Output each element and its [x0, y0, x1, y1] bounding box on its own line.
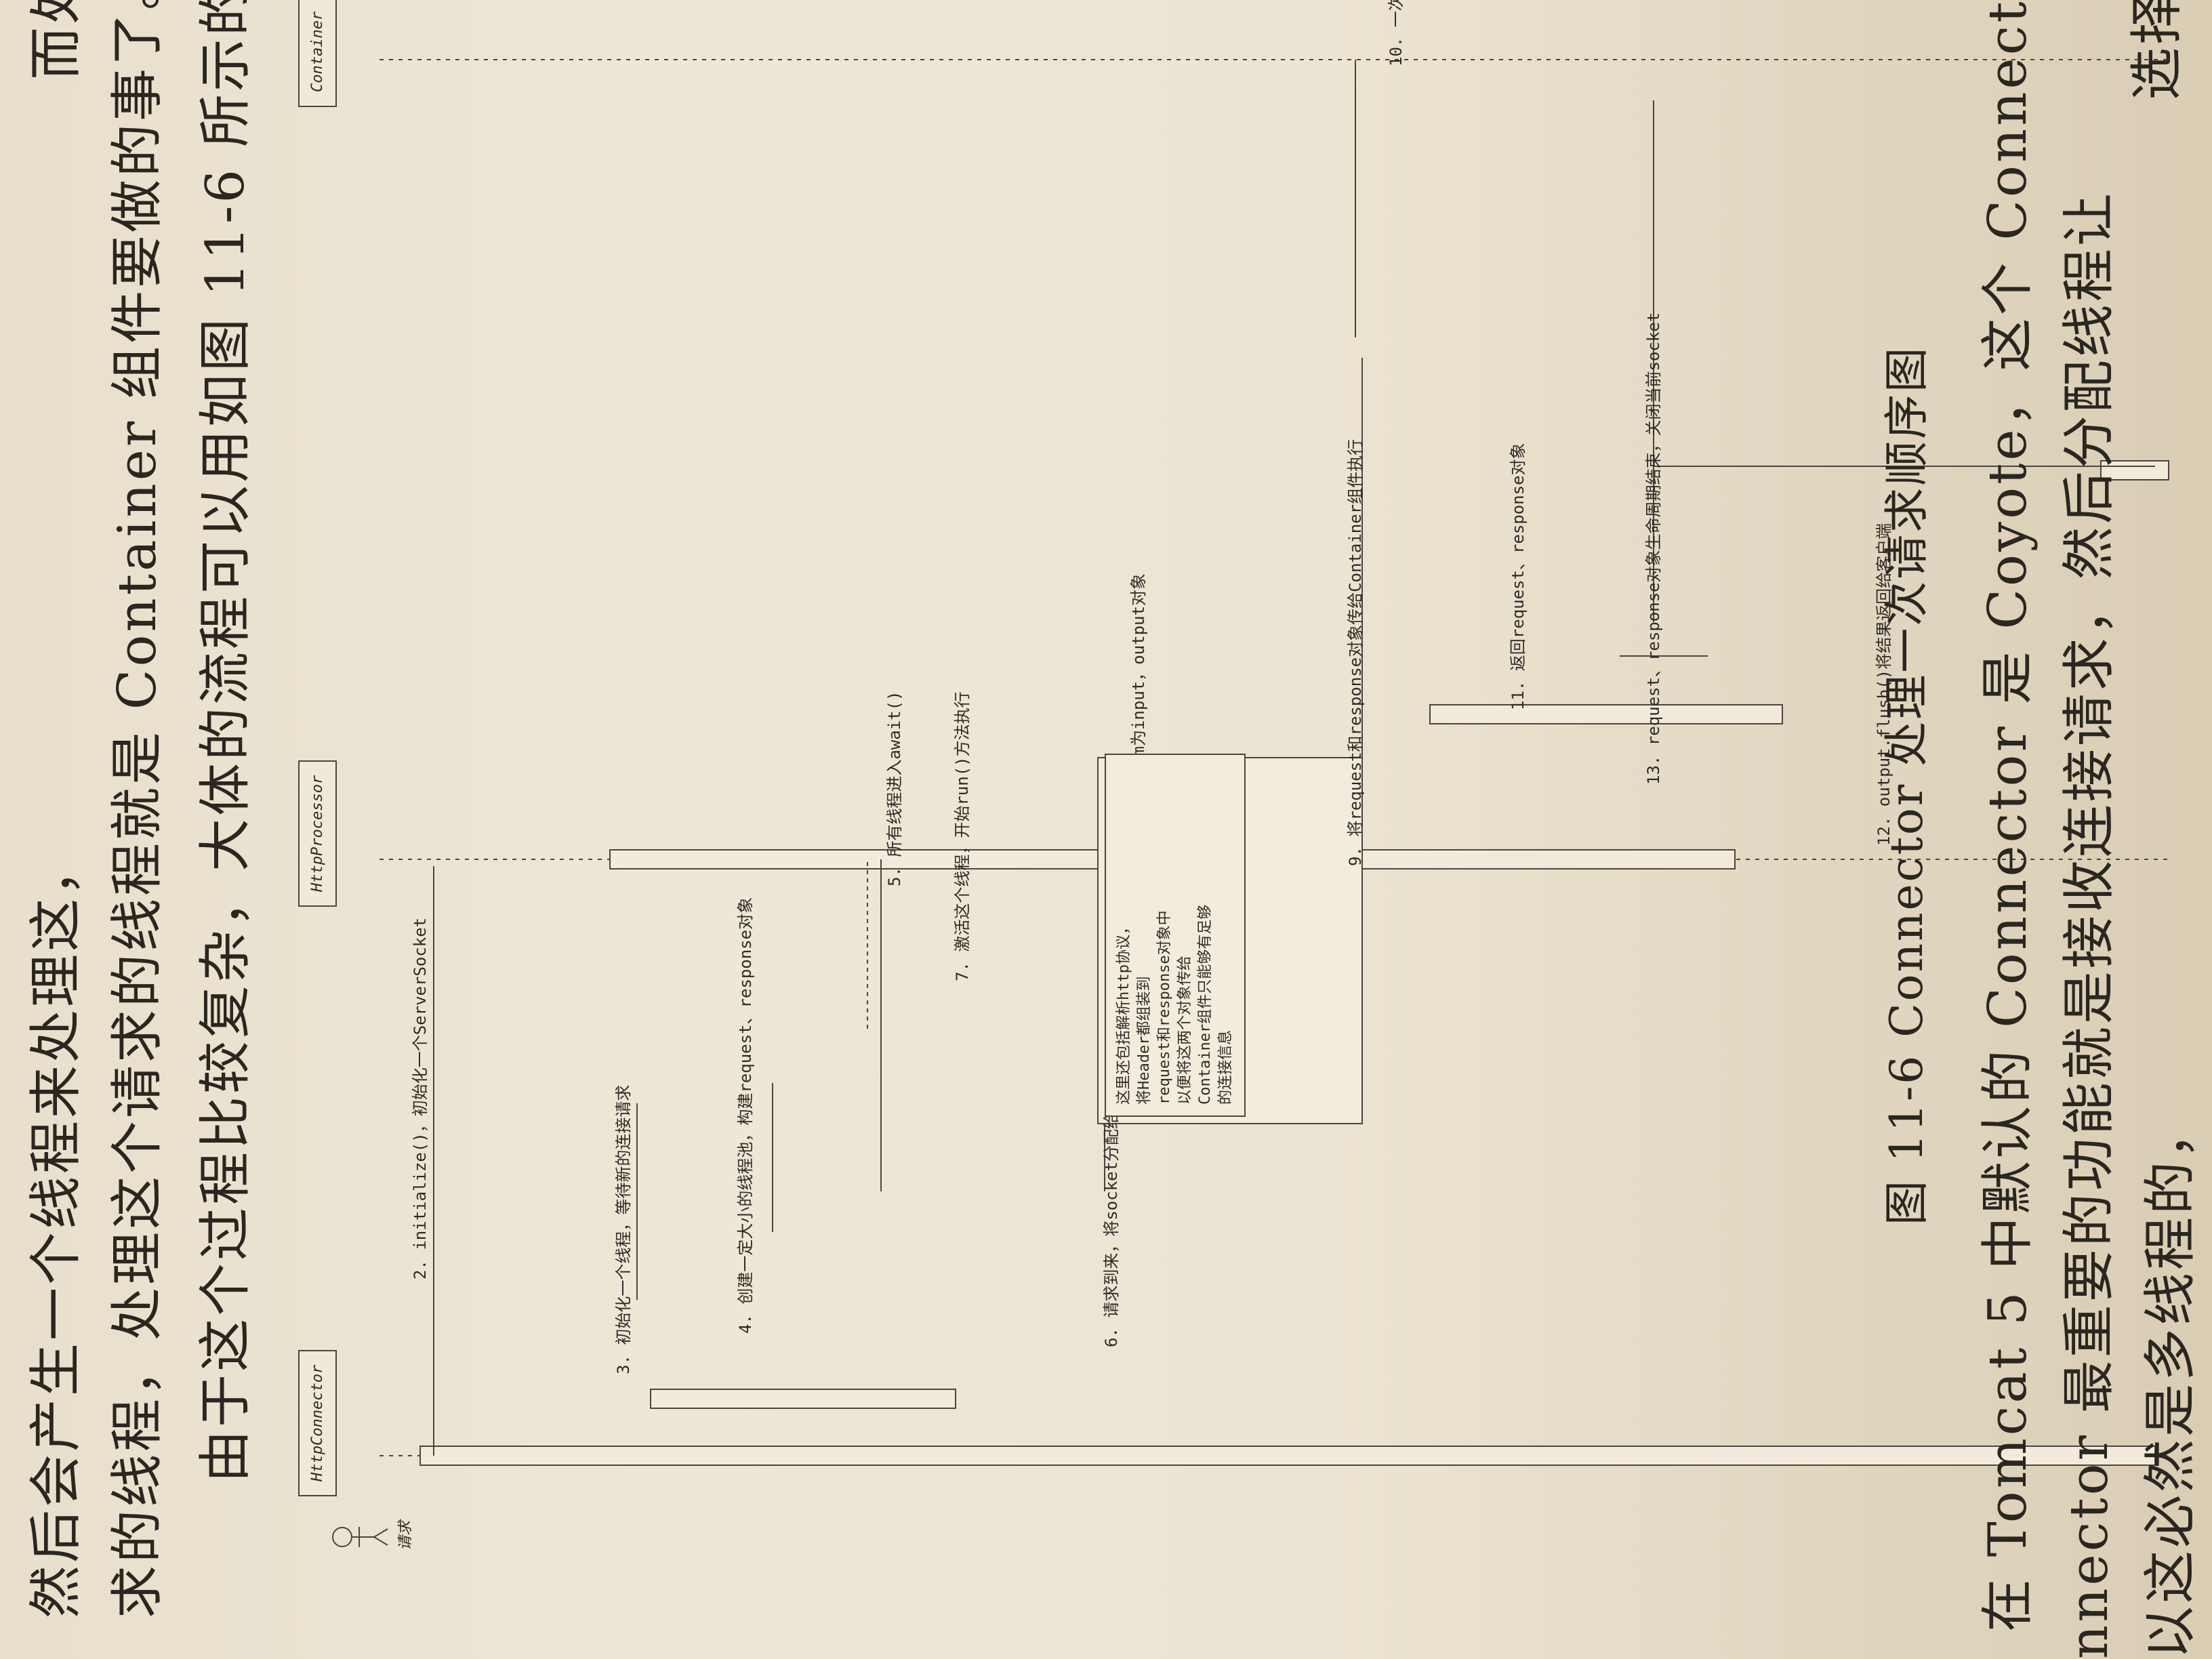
bottom-line-1: 在 Tomcat 5 中默认的 Connector 是 Coyote，这个 Co…: [1978, 0, 2039, 1632]
message-13: 13. request、response对象生命周期结束，关闭当前socket: [1644, 312, 1663, 785]
actor-label: 请求: [397, 1520, 414, 1551]
message-3: 3. 初始化一个线程，等待新的连接请求: [614, 1084, 633, 1374]
figure-caption: 图 11-6 Connector 处理一次请求顺序图: [1881, 345, 1933, 1225]
object-container: Container: [298, 0, 337, 107]
message-2: 2. initialize()，初始化一个ServerSocket: [411, 917, 430, 1279]
message-10: 10. 一次: [1387, 0, 1406, 66]
message-9: 9. 将request和response对象传给Container组件执行: [1346, 438, 1365, 866]
message-4: 4. 创建一定大小的线程池，构建request、response对象: [736, 897, 755, 1334]
bottom-line-3: 以这必然是多线程的，: [2140, 1103, 2201, 1659]
bottom-line-2: nnector 最重要的功能就是接收连接请求，然后分配线程让: [2059, 190, 2120, 1659]
object-httpconnector: HttpConnector: [298, 1349, 337, 1496]
message-7: 7. 激活这个线程，开始run()方法执行: [953, 691, 972, 981]
object-httpprocessor: HttpProcessor: [298, 760, 337, 907]
diagram-note: 这里还包括解析http协议， 将Header都组装到 request和respo…: [1105, 754, 1246, 1117]
message-11: 11. 返回request、response对象: [1509, 443, 1528, 710]
message-5: 5. 所有线程进入await(): [885, 691, 904, 887]
